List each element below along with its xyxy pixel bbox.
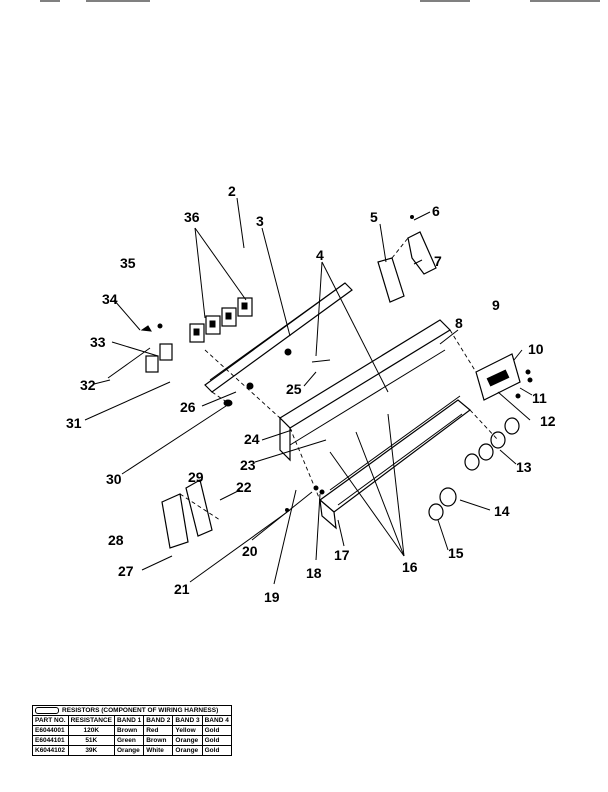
callout-28: 28 <box>108 532 124 548</box>
table-cell: Yellow <box>172 725 203 736</box>
callout-23: 23 <box>240 457 256 473</box>
callout-24: 24 <box>244 431 260 447</box>
callout-18: 18 <box>306 565 322 581</box>
callout-25: 25 <box>286 381 302 397</box>
bracket-7 <box>407 231 437 275</box>
table-cell: Gold <box>201 725 232 736</box>
callout-19: 19 <box>264 589 280 605</box>
table-cell: Gold <box>201 735 232 746</box>
callout-27: 27 <box>118 563 134 579</box>
col-header: BAND 1 <box>113 715 145 726</box>
callout-31: 31 <box>66 415 82 431</box>
left-cluster <box>107 323 173 379</box>
callout-2: 2 <box>228 183 236 199</box>
resistor-table: RESISTORS (COMPONENT OF WIRING HARNESS) … <box>32 705 232 756</box>
callout-11: 11 <box>532 390 547 406</box>
callout-16: 16 <box>402 559 418 575</box>
col-header: PART NO. <box>32 715 69 726</box>
callout-17: 17 <box>334 547 350 563</box>
table-cell: 39K <box>67 745 116 756</box>
table-cell: E6044001 <box>32 725 69 736</box>
callout-21: 21 <box>174 581 190 597</box>
table-cell: Orange <box>172 735 203 746</box>
resistor-icon <box>35 706 59 714</box>
callouts: 2 3 4 5 6 7 8 9 10 11 12 13 14 15 16 17 … <box>66 183 556 605</box>
callout-20: 20 <box>242 543 258 559</box>
col-header: BAND 3 <box>172 715 203 726</box>
callout-13: 13 <box>516 459 532 475</box>
callout-29: 29 <box>188 469 204 485</box>
table-cell: Red <box>143 725 174 736</box>
table-row: K6044102 39K Orange White Orange Gold <box>32 745 232 756</box>
table-cell: Gold <box>201 745 232 756</box>
callout-14: 14 <box>494 503 510 519</box>
callout-3: 3 <box>256 213 264 229</box>
alignment-lines <box>179 237 499 521</box>
callout-26: 26 <box>180 399 196 415</box>
col-header: BAND 4 <box>201 715 232 726</box>
bracket-29 <box>185 479 213 537</box>
control-panel <box>319 395 471 530</box>
callout-33: 33 <box>90 334 106 350</box>
table-cell: 120K <box>67 725 116 736</box>
switch-blocks <box>189 297 253 343</box>
callout-34: 34 <box>102 291 118 307</box>
table-row: E6044001 120K Brown Red Yellow Gold <box>32 725 232 736</box>
callout-10: 10 <box>528 341 544 357</box>
table-cell: Orange <box>113 745 145 756</box>
col-header: RESISTANCE <box>67 715 116 726</box>
callout-9: 9 <box>492 297 500 313</box>
table-cell: Brown <box>143 735 174 746</box>
table-cell: Green <box>113 735 145 746</box>
leader-lines <box>84 197 533 585</box>
callout-8: 8 <box>455 315 463 331</box>
bracket-5 <box>377 257 405 303</box>
resistor-table-title: RESISTORS (COMPONENT OF WIRING HARNESS) <box>32 705 232 716</box>
table-cell: E6044101 <box>32 735 69 746</box>
bracket-28 <box>161 493 189 549</box>
callout-36: 36 <box>184 209 200 225</box>
callout-22: 22 <box>236 479 252 495</box>
table-cell: Brown <box>113 725 145 736</box>
table-row: E6044101 51K Green Brown Orange Gold <box>32 735 232 746</box>
hardware-small <box>223 215 533 512</box>
callout-5: 5 <box>370 209 378 225</box>
callout-15: 15 <box>448 545 464 561</box>
callout-7: 7 <box>434 253 442 269</box>
callout-4: 4 <box>316 247 324 263</box>
callout-6: 6 <box>432 203 440 219</box>
rail-part <box>204 282 353 393</box>
callout-12: 12 <box>540 413 556 429</box>
callout-30: 30 <box>106 471 122 487</box>
table-cell: 51K <box>67 735 116 746</box>
knobs <box>428 417 520 521</box>
table-cell: White <box>143 745 174 756</box>
display-module <box>475 353 521 401</box>
table-header-row: PART NO. RESISTANCE BAND 1 BAND 2 BAND 3… <box>32 715 232 726</box>
col-header: BAND 2 <box>143 715 174 726</box>
callout-32: 32 <box>80 377 96 393</box>
callout-35: 35 <box>120 255 136 271</box>
table-cell: K6044102 <box>32 745 69 756</box>
table-cell: Orange <box>172 745 203 756</box>
